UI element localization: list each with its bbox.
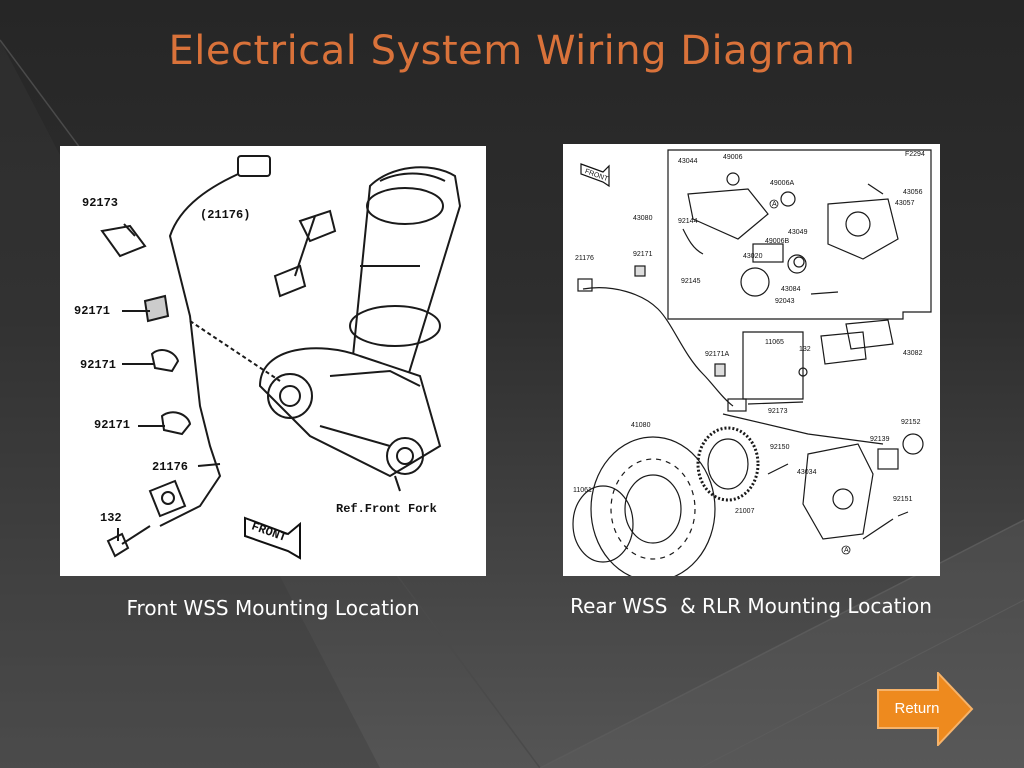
label-92043: 92043 bbox=[775, 298, 795, 305]
label-21007: 21007 bbox=[735, 508, 755, 515]
rear-diagram-caption: Rear WSS & RLR Mounting Location bbox=[570, 594, 932, 618]
return-button-label: Return bbox=[894, 700, 940, 717]
label-92171-2: 92171 bbox=[80, 358, 116, 372]
label-92144: 92144 bbox=[678, 218, 698, 225]
label-21176-sensor: 21176 bbox=[152, 460, 188, 474]
front-diagram-caption: Front WSS Mounting Location bbox=[126, 596, 420, 620]
label-circle-A-2: A bbox=[844, 547, 849, 554]
label-92171: 92171 bbox=[633, 251, 653, 258]
label-43082: 43082 bbox=[903, 350, 923, 357]
label-43020: 43020 bbox=[743, 253, 763, 260]
label-front-fork-ref: Ref.Front Fork bbox=[336, 502, 437, 516]
label-41080: 41080 bbox=[631, 422, 651, 429]
label-43056: 43056 bbox=[903, 189, 923, 196]
label-92139: 92139 bbox=[870, 436, 890, 443]
return-arrow-shape bbox=[877, 670, 974, 748]
label-49006B: 49006B bbox=[765, 238, 789, 245]
front-wss-diagram: FRONT 92173 (21176) 92171 92171 92171 21… bbox=[60, 146, 486, 576]
label-92171-3: 92171 bbox=[94, 418, 130, 432]
front-direction-arrow: FRONT bbox=[244, 516, 301, 560]
label-132: 132 bbox=[100, 511, 122, 525]
rear-wss-rlr-diagram: FRONT F2294 43044 49006 49006A 43056 430… bbox=[563, 144, 940, 576]
label-132: 132 bbox=[799, 346, 811, 353]
rear-wss-drawing: FRONT F2294 43044 49006 49006A 43056 430… bbox=[572, 149, 932, 576]
rear-front-direction-arrow: FRONT bbox=[580, 163, 610, 188]
label-92171-1: 92171 bbox=[74, 304, 110, 318]
label-21176: 21176 bbox=[575, 255, 594, 262]
label-92152: 92152 bbox=[901, 419, 921, 426]
label-92173: 92173 bbox=[82, 196, 118, 210]
label-21176-cable: (21176) bbox=[200, 208, 250, 222]
label-92150: 92150 bbox=[770, 444, 790, 451]
front-wss-drawing: FRONT 92173 (21176) 92171 92171 92171 21… bbox=[74, 155, 462, 560]
label-92145: 92145 bbox=[681, 278, 701, 285]
label-92171A: 92171A bbox=[705, 351, 729, 358]
label-49006A: 49006A bbox=[770, 180, 794, 187]
label-92173: 92173 bbox=[768, 408, 788, 415]
label-11065: 11065 bbox=[765, 339, 784, 346]
return-button[interactable]: Return bbox=[876, 670, 974, 748]
label-92151: 92151 bbox=[893, 496, 913, 503]
label-F2294: F2294 bbox=[905, 151, 925, 158]
label-43080: 43080 bbox=[633, 215, 653, 222]
label-circle-A-1: A bbox=[772, 201, 777, 208]
slide-title: Electrical System Wiring Diagram bbox=[168, 28, 856, 74]
label-43049: 43049 bbox=[788, 229, 808, 236]
label-43084: 43084 bbox=[781, 286, 801, 293]
label-43044: 43044 bbox=[678, 158, 698, 165]
label-43034: 43034 bbox=[797, 469, 817, 476]
label-43057: 43057 bbox=[895, 200, 915, 207]
label-49006: 49006 bbox=[723, 154, 743, 161]
label-11061: 11061 bbox=[573, 487, 592, 494]
